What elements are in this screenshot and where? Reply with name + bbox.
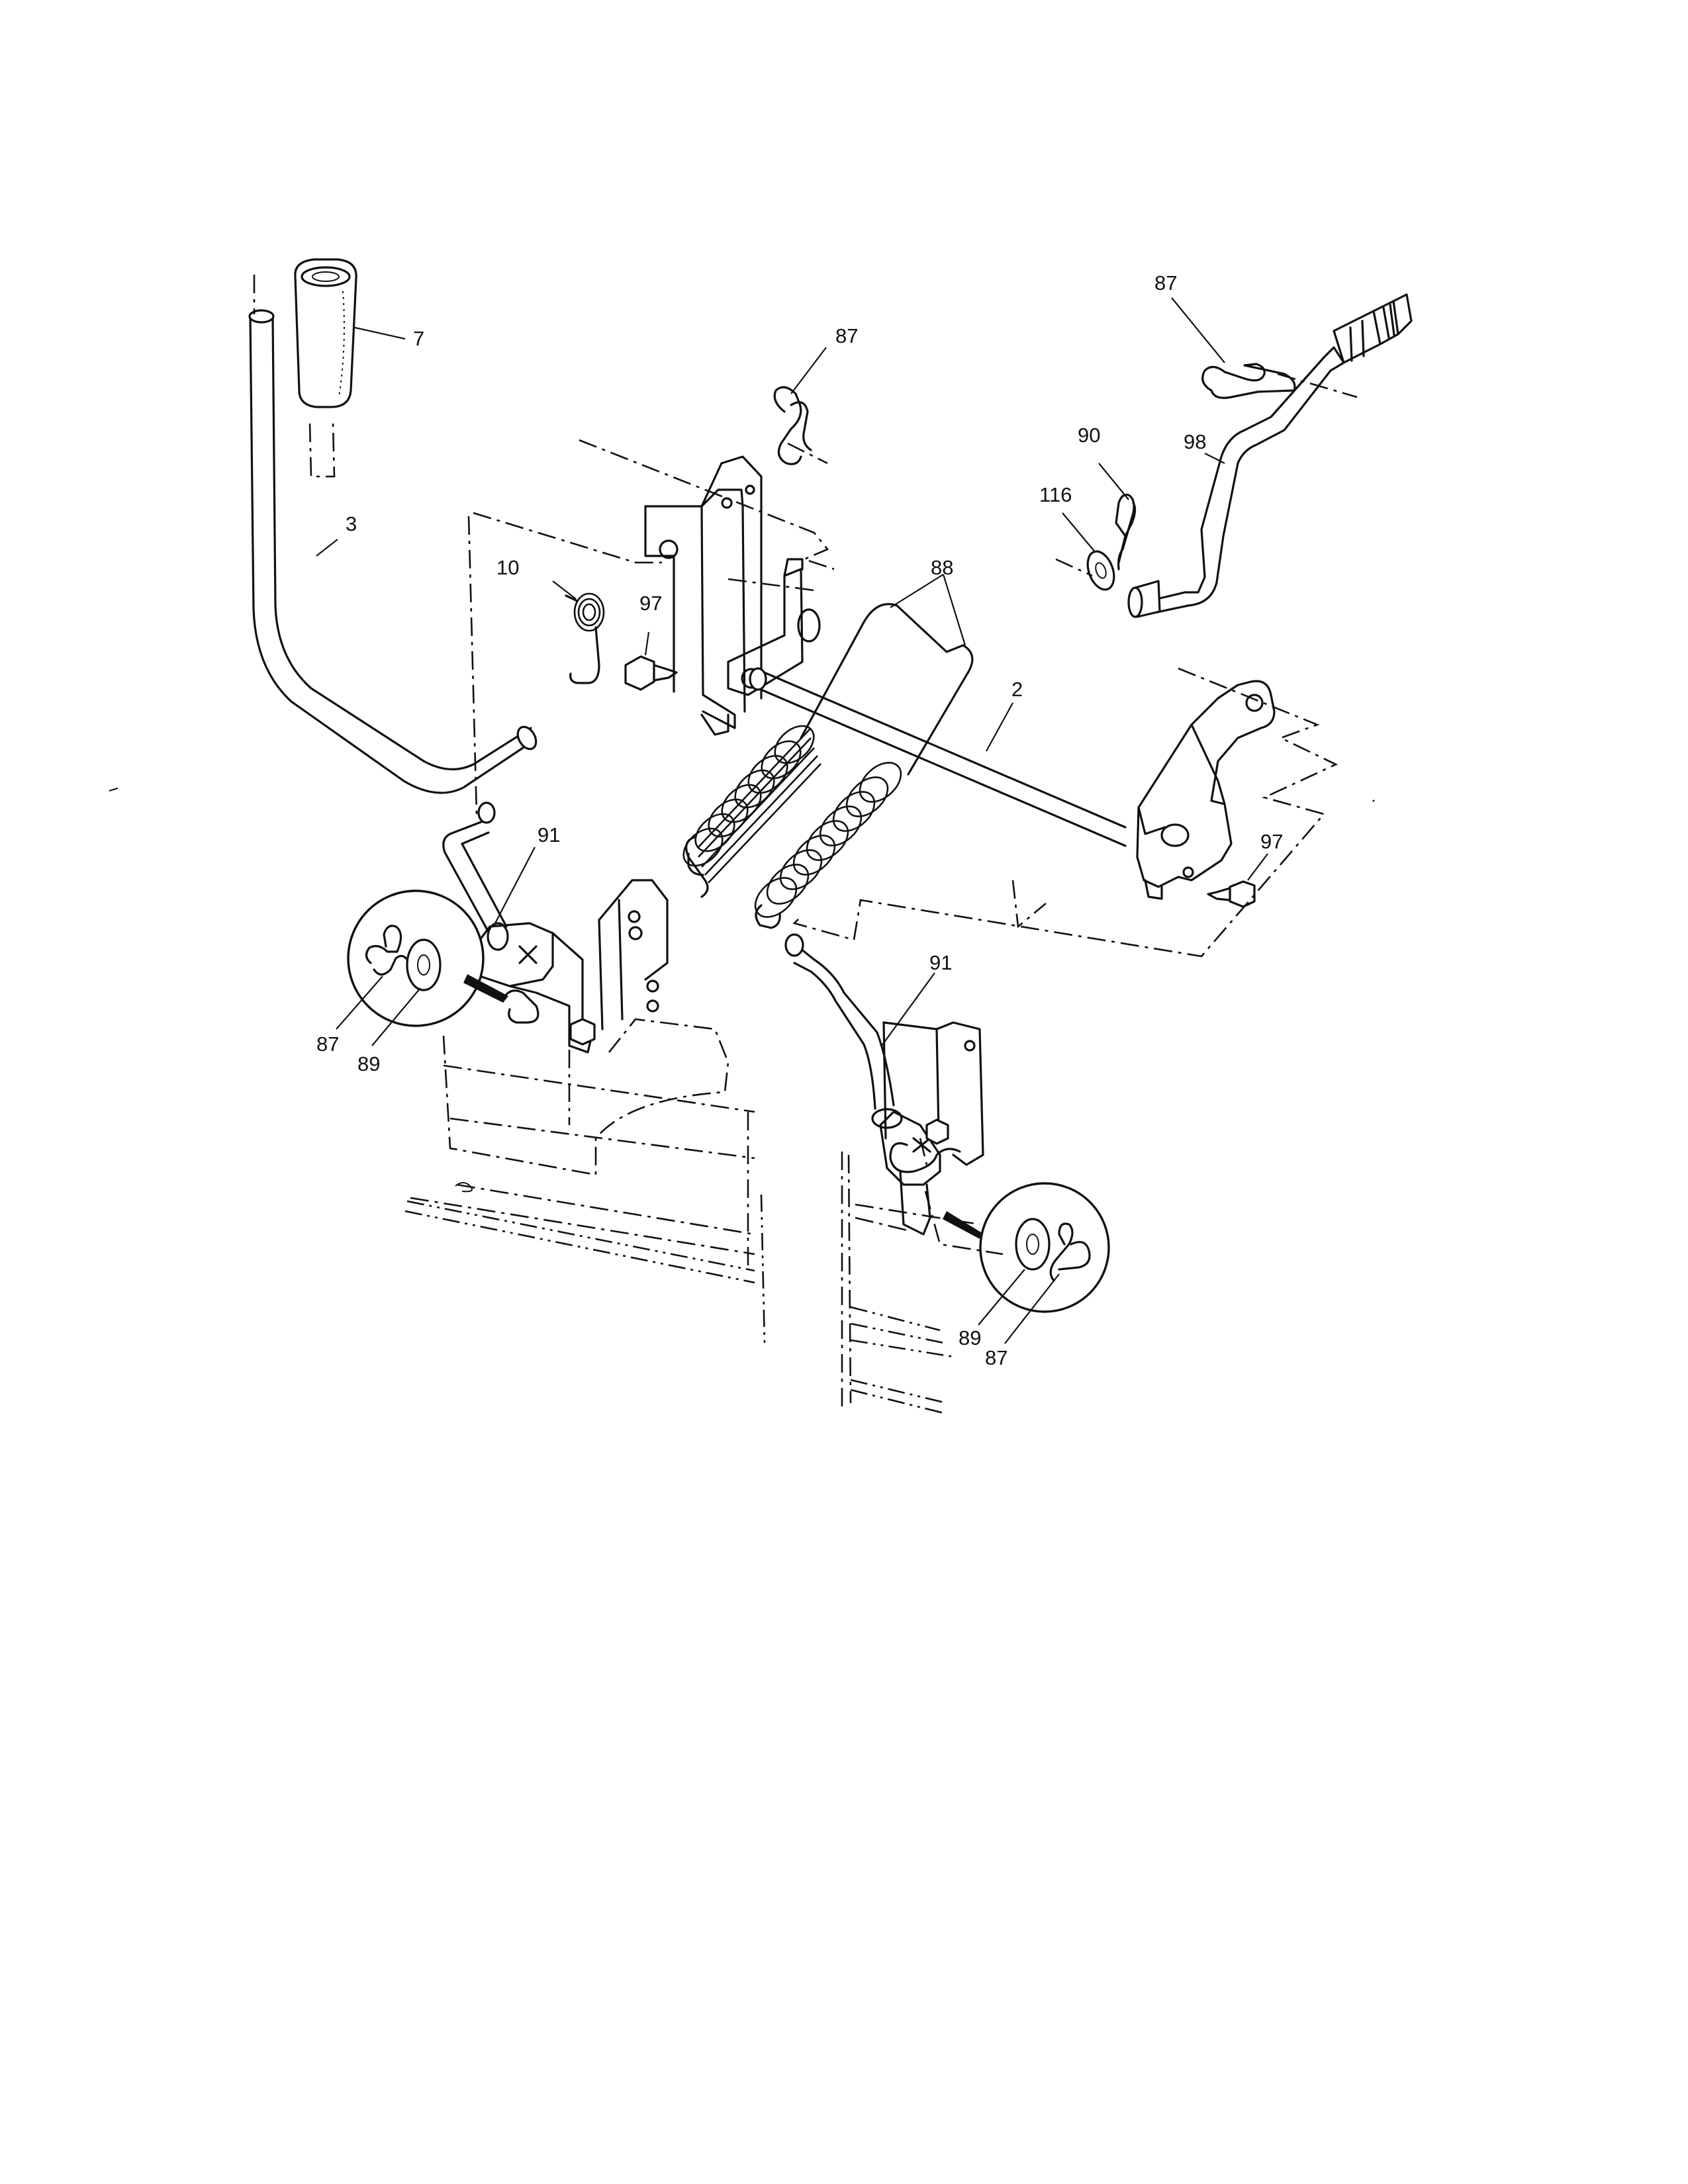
callout-89-right: 89 xyxy=(959,1326,981,1349)
cotter-pin-part-90[interactable] xyxy=(1115,493,1137,570)
height-adjust-rod-part-98[interactable] xyxy=(1127,293,1413,618)
hex-bolt-part-97-upper[interactable] xyxy=(624,655,678,691)
right-lift-arm xyxy=(1136,680,1276,900)
extension-spring-right[interactable] xyxy=(748,755,908,929)
left-lift-bracket xyxy=(479,879,669,1054)
hairpin-clip-part-87-right[interactable] xyxy=(1201,363,1296,399)
torsion-spring-part-10[interactable] xyxy=(565,592,605,684)
callout-87-top: 87 xyxy=(835,324,858,347)
lift-mounting-bracket xyxy=(644,455,821,736)
callout-97-right: 97 xyxy=(1260,830,1283,853)
flat-washer-part-116[interactable] xyxy=(1083,548,1119,594)
assist-spring-link-part-88[interactable] xyxy=(800,603,974,776)
callout-7: 7 xyxy=(413,327,424,350)
hex-bolt-part-97-right[interactable] xyxy=(1207,880,1256,908)
callout-116: 116 xyxy=(1039,483,1072,506)
right-lift-bracket xyxy=(879,1021,984,1236)
lift-link-rod-part-91-left[interactable] xyxy=(442,801,509,951)
callout-91-left: 91 xyxy=(538,823,560,846)
detail-callout-right xyxy=(943,1182,1110,1313)
callout-97-upper: 97 xyxy=(639,592,662,615)
hairpin-clip-part-87-top[interactable] xyxy=(773,386,812,465)
callout-87-left: 87 xyxy=(316,1032,339,1056)
callout-87-bottom-right: 87 xyxy=(985,1346,1008,1369)
callout-91-right: 91 xyxy=(929,951,952,974)
lift-link-rod-part-91-right[interactable] xyxy=(784,933,903,1129)
callout-89-left: 89 xyxy=(357,1052,380,1075)
callout-87-right: 87 xyxy=(1154,271,1177,295)
handle-grip-part-7[interactable] xyxy=(294,258,357,408)
lift-handle-part-3[interactable] xyxy=(248,309,539,794)
lift-shaft-part-2[interactable] xyxy=(749,667,1127,847)
callout-3: 3 xyxy=(346,512,357,535)
callout-10: 10 xyxy=(496,556,519,579)
callout-2: 2 xyxy=(1011,678,1023,701)
callout-88: 88 xyxy=(931,556,953,579)
callout-98: 98 xyxy=(1184,430,1206,453)
extension-spring-left[interactable] xyxy=(677,719,821,898)
detail-callout-left xyxy=(347,889,508,1027)
callout-90: 90 xyxy=(1078,424,1100,447)
